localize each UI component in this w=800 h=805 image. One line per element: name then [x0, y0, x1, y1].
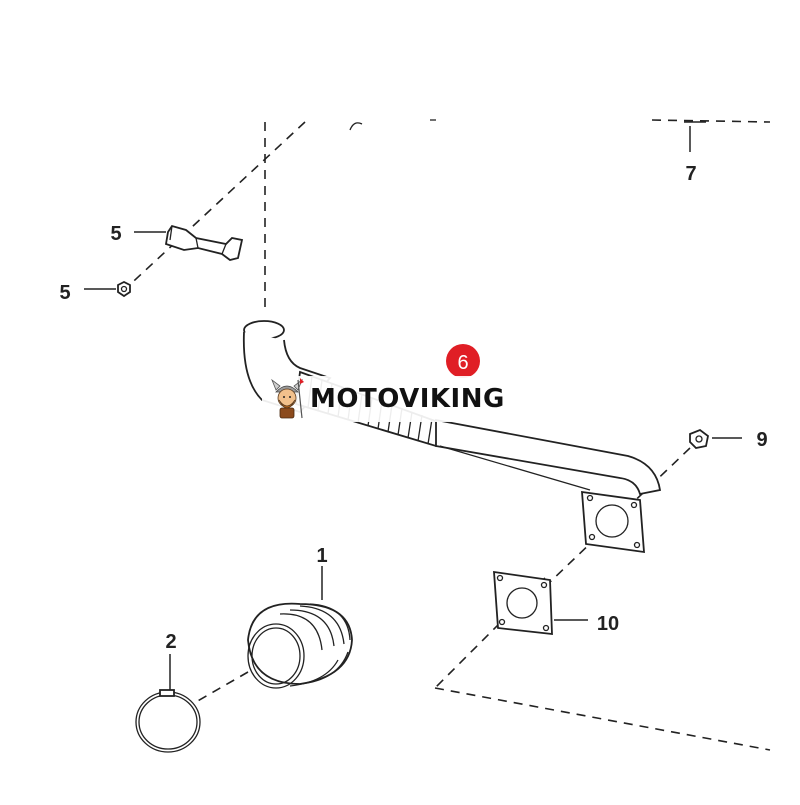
- gasket-part: [493, 570, 553, 636]
- callout-5-bracket: 5: [110, 223, 121, 245]
- clamp-ring-part: [135, 689, 201, 753]
- callout-9: 9: [756, 429, 767, 451]
- bracket-part: [164, 224, 244, 261]
- bolt-part: [689, 428, 709, 449]
- nut-part: [117, 280, 131, 298]
- pipe-flange: [581, 490, 645, 554]
- callout-7: 7: [685, 163, 696, 185]
- callout-2: 2: [165, 631, 176, 653]
- callout-6: 6: [457, 352, 468, 374]
- flex-pipe-part: [247, 602, 353, 689]
- leader-lines: [84, 231, 742, 690]
- watermark-text: MOTOVIKING: [310, 384, 505, 414]
- callout-10: 10: [597, 613, 619, 635]
- viking-mascot-icon: [271, 378, 304, 419]
- upper-fragment: [349, 119, 706, 152]
- callout-5-nut: 5: [59, 282, 70, 304]
- callout-1: 1: [316, 545, 327, 567]
- callout-badge-6: [446, 344, 480, 378]
- watermark-banner: MOTOVIKING: [262, 376, 536, 422]
